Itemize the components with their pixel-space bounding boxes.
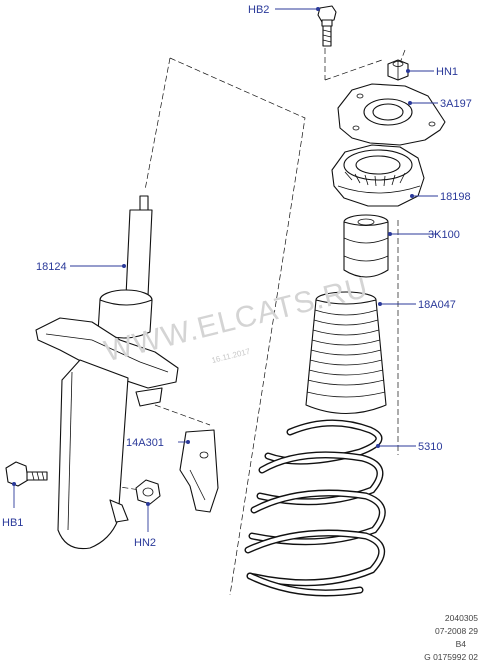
nut-hn2-part <box>135 479 161 505</box>
callout-leaders <box>12 7 438 532</box>
strut-part <box>35 195 179 550</box>
callout-3a197: 3A197 <box>440 98 472 110</box>
assembly-guide-lines <box>59 30 406 596</box>
bolt-hb2-part <box>317 5 337 47</box>
callout-18198: 18198 <box>440 191 471 203</box>
bracket-part <box>179 429 219 513</box>
callout-3k100: 3K100 <box>428 229 460 241</box>
callout-hb1: HB1 <box>2 517 23 529</box>
callout-hn1: HN1 <box>436 66 458 78</box>
callout-18124: 18124 <box>36 261 67 273</box>
nut-hn1-part <box>387 59 409 81</box>
bump-stop-part <box>343 214 389 278</box>
bolt-hb1-part <box>5 461 48 487</box>
callout-5310: 5310 <box>418 441 442 453</box>
footer-line-3: B4 <box>456 639 467 649</box>
footer-line-4: G 0175992 02 <box>424 652 478 662</box>
footer-line-1: 2040305 <box>445 613 478 623</box>
coil-spring-part <box>244 419 386 597</box>
footer-line-2: 07-2008 29 <box>435 626 478 636</box>
callout-18a047: 18A047 <box>418 299 456 311</box>
dust-boot-part <box>305 291 387 415</box>
date-stamp: 16.11.2017 <box>211 347 252 365</box>
spring-seat-part <box>331 144 425 207</box>
callout-hb2: HB2 <box>248 4 269 16</box>
reference-footer: 2040305 07-2008 29 B4 G 0175992 02 <box>424 613 478 662</box>
top-mount-part <box>337 83 446 146</box>
callout-hn2: HN2 <box>134 537 156 549</box>
callout-14a301: 14A301 <box>126 437 164 449</box>
